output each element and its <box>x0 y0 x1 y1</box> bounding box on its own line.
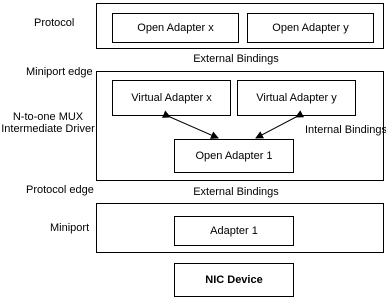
miniport-edge-label: Miniport edge <box>26 66 93 78</box>
nic-device-box: NIC Device <box>174 263 294 297</box>
open-adapter-x-label: Open Adapter x <box>137 21 214 34</box>
arrow-virtual-x-to-open-adapter-1 <box>161 110 219 139</box>
open-adapter-y-label: Open Adapter y <box>272 21 349 34</box>
nic-device-label: NIC Device <box>205 273 263 286</box>
virtual-adapter-y-box: Virtual Adapter y <box>237 80 356 116</box>
lower-external-bindings-label: External Bindings <box>193 186 279 198</box>
virtual-adapter-x-label: Virtual Adapter x <box>131 91 212 104</box>
open-adapter-1-box: Open Adapter 1 <box>174 139 294 173</box>
protocol-edge-label: Protocol edge <box>26 184 94 196</box>
open-adapter-x-box: Open Adapter x <box>112 13 239 43</box>
internal-bindings-label: Internal Bindings <box>305 124 386 136</box>
virtual-adapter-y-label: Virtual Adapter y <box>256 91 337 104</box>
open-adapter-y-box: Open Adapter y <box>247 13 374 43</box>
mux-title-line2: Intermediate Driver <box>1 123 95 135</box>
open-adapter-1-label: Open Adapter 1 <box>195 149 273 162</box>
arrow-virtual-y-to-open-adapter-1 <box>255 110 305 139</box>
adapter-1-label: Adapter 1 <box>210 224 258 237</box>
mux-title-line1: N-to-one MUX <box>12 111 84 123</box>
upper-external-bindings-label: External Bindings <box>193 53 279 65</box>
miniport-label: Miniport <box>50 222 90 234</box>
protocol-label: Protocol <box>34 17 75 29</box>
adapter-1-box: Adapter 1 <box>174 216 294 246</box>
